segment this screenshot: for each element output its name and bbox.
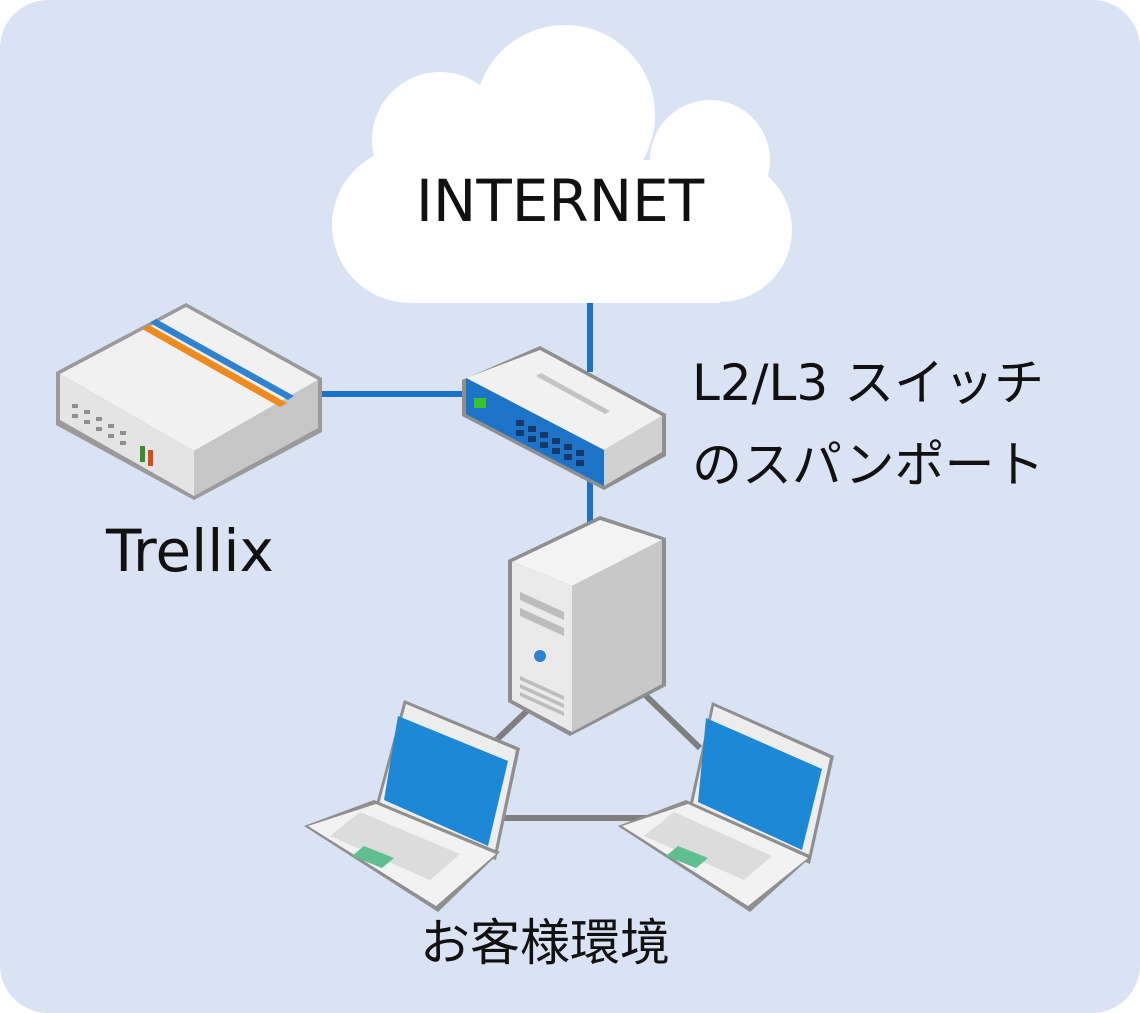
switch-label-line1: L2/L3 スイッチ (692, 354, 1045, 412)
laptop-icon (618, 702, 834, 912)
link-server-laptop-right (637, 687, 703, 751)
trellix-label: Trellix (106, 517, 274, 585)
laptop-icon (304, 700, 520, 912)
network-switch-icon (462, 346, 666, 490)
internet-label: INTERNET (415, 167, 705, 235)
switch-label-line2: のスパンポート (692, 436, 1045, 494)
tower-server-icon (508, 516, 666, 736)
appliance-icon (56, 303, 322, 500)
customer-environment-label: お客様環境 (420, 914, 670, 972)
cloud-icon (332, 25, 792, 303)
